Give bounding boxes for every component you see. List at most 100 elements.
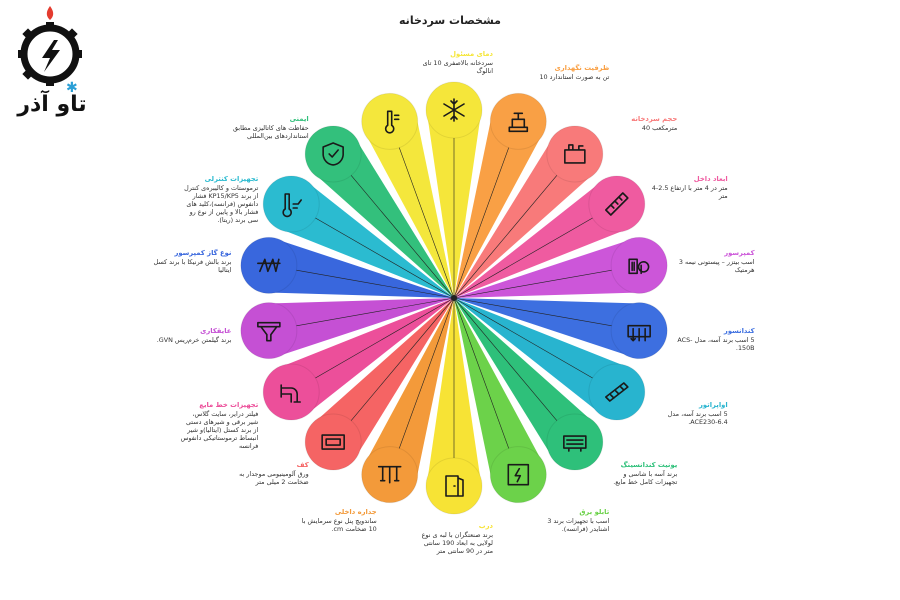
label-title: عایقکاری — [200, 327, 232, 336]
spoke-line-floor — [332, 297, 455, 443]
tavazar-logo: ✱ — [18, 6, 82, 96]
node-circle — [489, 446, 547, 504]
label-title: تابلو برق — [579, 508, 610, 517]
hub-dot — [451, 295, 457, 301]
label-desc: حفاظت های کاتالیزی مطابق استانداردهای بی… — [232, 123, 309, 140]
spoke-line-insulation — [268, 297, 455, 331]
spoke-condenser — [454, 298, 644, 358]
node-circle — [304, 125, 362, 183]
node-compressor_type — [240, 236, 298, 294]
wall-panel-icon-path — [377, 465, 402, 484]
spoke-line-cond_unit — [453, 297, 576, 443]
label-title: نوع گاز کمپرسور — [174, 248, 232, 257]
spoke-compressor_type — [264, 238, 454, 298]
spoke-line-walls — [389, 297, 455, 475]
node-circle — [262, 363, 320, 421]
thermo-gauge-icon — [384, 110, 400, 134]
thermometer-icon — [282, 193, 302, 218]
node-cool — [425, 81, 483, 139]
spoke-lines — [277, 298, 454, 416]
unit-icon-path — [563, 435, 587, 452]
floor-icon — [321, 434, 345, 450]
label-desc: ترموستات و کالیبره‌ی کنترل از برند KP15/… — [184, 184, 259, 224]
node-electric — [489, 446, 547, 504]
pipe-icon-path — [280, 384, 301, 403]
node-circle — [304, 413, 362, 471]
spoke-line-dimensions — [453, 203, 617, 299]
node-control — [262, 175, 320, 233]
label-desc: برند صنعتگران با لبه ی نوع لولایی به ابع… — [421, 531, 493, 555]
label-desc: ورق آلومینیومی موجدار به ضخامت 2 میلی مت… — [239, 470, 309, 487]
condenser-icon — [627, 324, 651, 342]
spoke-line-volume — [453, 153, 576, 299]
spoke-evaporator — [454, 298, 631, 416]
label-title: ظرفیت نگهداری — [554, 63, 610, 72]
label-desc: سردخانه بالاصفری 10 تای انالوگ — [422, 59, 493, 75]
thermometer-icon-path — [282, 193, 302, 218]
scale-icon — [508, 112, 529, 133]
label-desc: متر در 4 متر با ارتفاع 2.5-4 متر — [651, 184, 728, 200]
label-title: ابعاد داخل — [693, 175, 728, 183]
electric-panel-icon-path — [507, 463, 530, 486]
spoke-capacity — [454, 111, 545, 298]
node-condenser — [610, 302, 668, 360]
scale-icon-path — [508, 112, 529, 133]
node-door — [425, 457, 483, 515]
node-lines — [262, 363, 320, 421]
node-circle — [240, 302, 298, 360]
node-cond_unit — [546, 413, 604, 471]
label-title: یونیت کندانسینگ — [620, 461, 678, 470]
box-icon-path — [564, 144, 586, 164]
label-title: تجهیزات کنترلی — [204, 175, 259, 183]
label-title: درب — [478, 522, 493, 530]
spoke-dimensions — [454, 180, 631, 298]
spoke-line-lines — [291, 297, 455, 393]
label-desc: اسب بیتزر – پیستونی نیمه 3 هرمتیک — [678, 257, 755, 274]
condenser-icon-path — [627, 324, 651, 342]
funnel-icon-path — [257, 321, 281, 342]
label-title: کف — [296, 461, 309, 470]
pipe-icon — [280, 384, 301, 403]
node-circle — [361, 92, 419, 150]
ruler-icon — [605, 192, 629, 216]
node-compressor — [610, 236, 668, 294]
label-desc: مترمکعب 40 — [641, 123, 678, 132]
spoke-line-evaporator — [453, 297, 617, 393]
node-insulation — [240, 302, 298, 360]
thermo-gauge-icon-path — [384, 110, 400, 134]
door-icon — [445, 475, 464, 497]
funnel-icon — [257, 321, 281, 342]
node-evaporator — [588, 363, 646, 421]
coil-icon-path — [257, 258, 281, 273]
snowflake-icon-path — [443, 98, 465, 122]
wall-panel-icon — [377, 465, 402, 484]
ruler-icon-path — [605, 192, 629, 216]
spoke-extra — [363, 111, 454, 298]
label-desc: اسب با تجهیزات برند 3 اشنایدر (فرانسه). — [547, 517, 610, 534]
node-safety — [304, 125, 362, 183]
spoke-line-safety — [332, 153, 455, 299]
spoke-walls — [363, 298, 454, 485]
node-circle — [489, 92, 547, 150]
page-title: مشخصات سردخانه — [399, 14, 501, 27]
compressor-icon — [628, 258, 650, 275]
shield-icon-path — [322, 142, 344, 166]
label-title: ایمنی — [289, 114, 309, 123]
node-volume — [546, 125, 604, 183]
snowflake-icon — [443, 98, 465, 122]
spoke-line-electric — [453, 297, 519, 475]
compressor-icon-path — [628, 258, 650, 275]
door-icon-path — [445, 475, 464, 497]
box-icon — [564, 144, 586, 164]
